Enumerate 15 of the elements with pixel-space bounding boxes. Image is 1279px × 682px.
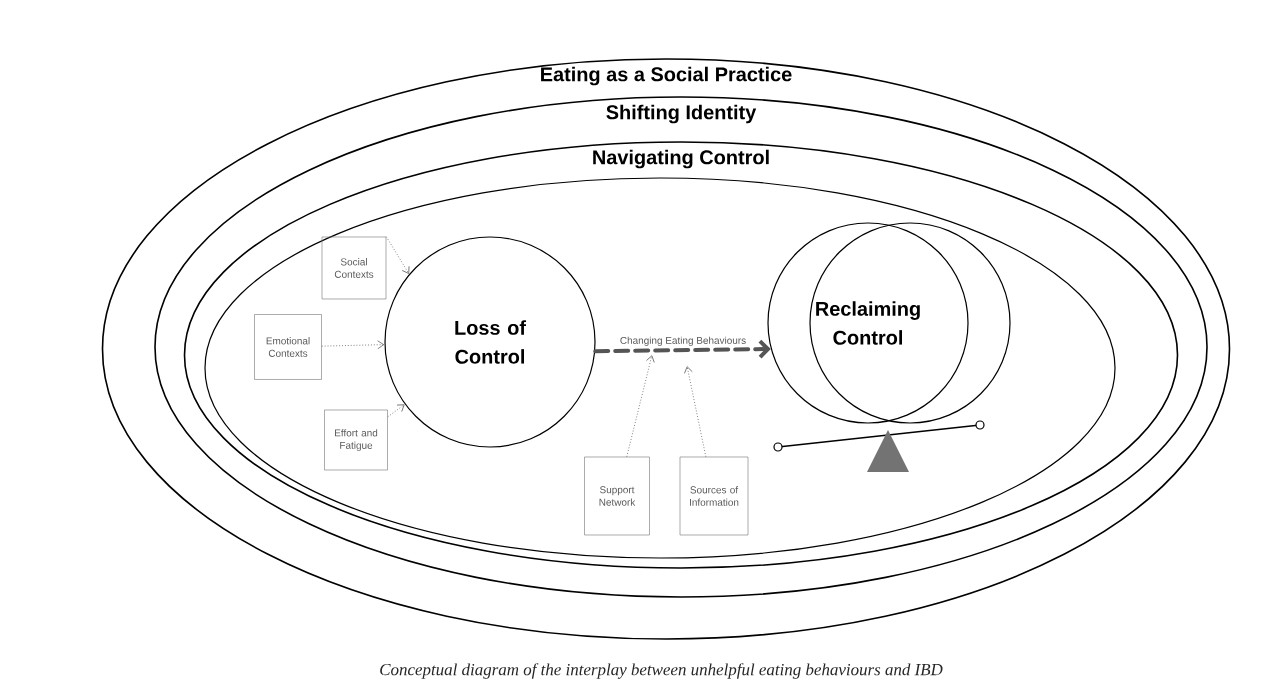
arrow [385,236,410,274]
circle [809,222,1011,424]
text-box: Social Contexts [321,236,387,300]
text-box: Emotional Contexts [254,314,322,380]
text-box: Support Network [584,456,650,536]
ellipse [204,177,1116,559]
arrow [684,366,707,458]
arrow [593,339,771,359]
text-box: Sources of Information [679,456,749,536]
arrow [321,340,385,350]
arrow [387,404,405,418]
caption: Conceptual diagram of the interplay between unhelpful eating behaviours and IBD [380,663,943,679]
text-box: Effort and Fatigue [324,409,388,471]
arrow [626,355,655,458]
edge-label: Changing Eating Behaviours [620,336,746,346]
